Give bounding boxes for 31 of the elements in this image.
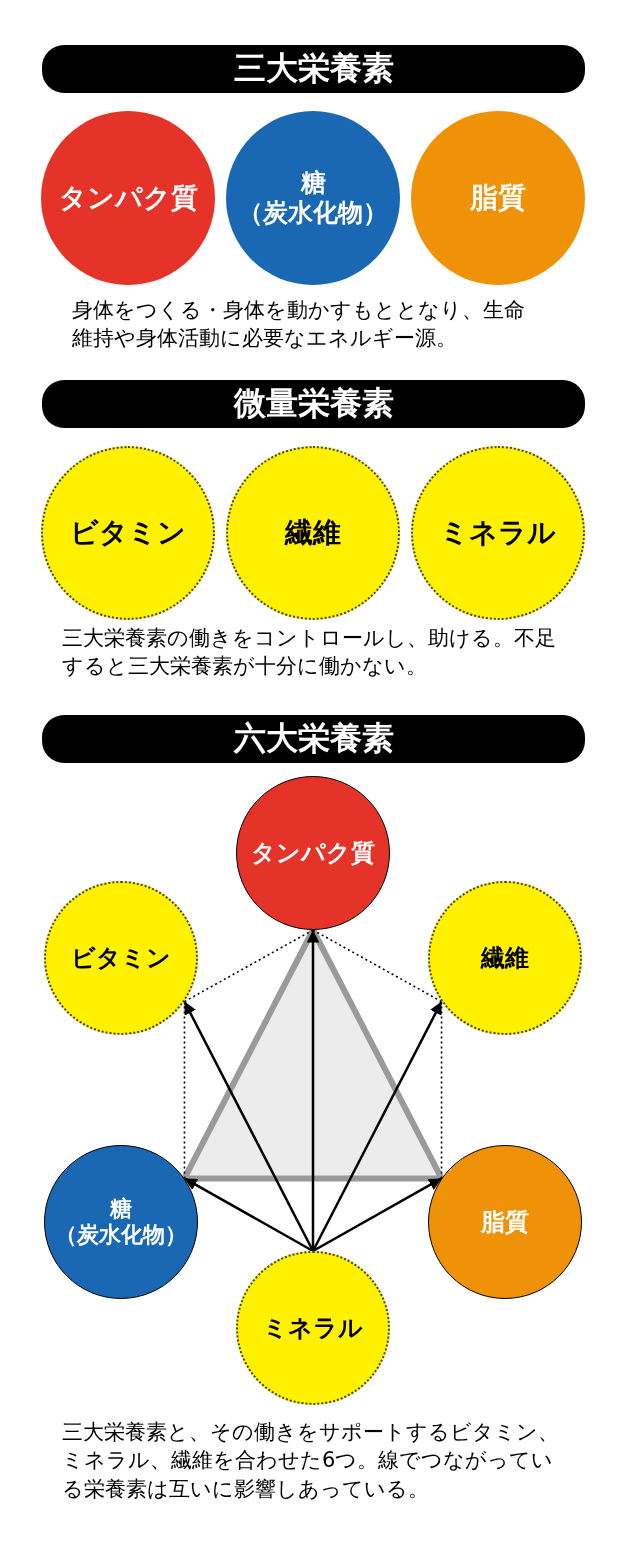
nutrient-name: 脂質 [481,1207,529,1237]
nutrient-name: （炭水化物） [238,198,388,228]
nutrient-name: ミネラル [440,516,556,550]
nutrient-name: ミネラル [263,1313,363,1343]
section-heading: 六大栄養素 [233,721,394,757]
arrow [183,1177,314,1253]
dotted-line [312,929,443,1003]
dotted-line [440,1000,443,1180]
arrow [312,1177,443,1253]
description-text: 三大栄養素と、その働きをサポートするビタミン、ミネラル、繊維を合わせた6つ。線でつながっている栄養素は互いに影響しあっている。 [62,1419,560,1503]
section-heading: 微量栄養素 [233,386,394,422]
arrow [311,1001,443,1252]
nutrient-name: （炭水化物） [55,1222,187,1249]
heading-bar [42,380,585,428]
nutrient-name: 脂質 [470,181,526,215]
nutrient-name: 繊維 [285,516,341,550]
description-text: 三大栄養素の働きをコントロールし、助ける。不足すると三大栄養素が十分に働かない。 [62,625,557,681]
dotted-line [183,1000,186,1180]
nutrient-name: タンパク質 [251,838,375,868]
heading-bar [42,45,585,93]
section-heading: 三大栄養素 [233,51,394,87]
description-text: 身体をつくる・身体を動かすもととなり、生命維持や身体活動に必要なエネルギー源。 [72,297,526,353]
nutrient-name: 糖 [110,1195,132,1222]
nutrient-name: 繊維 [481,943,529,973]
nutrient-name: 糖 [300,168,326,198]
nutrient-name: ビタミン [70,516,186,550]
dotted-line [183,929,314,1003]
arrow [183,1001,315,1252]
nutrient-name: ビタミン [71,943,171,973]
nutrient-name: タンパク質 [58,181,198,215]
heading-bar [42,715,585,763]
